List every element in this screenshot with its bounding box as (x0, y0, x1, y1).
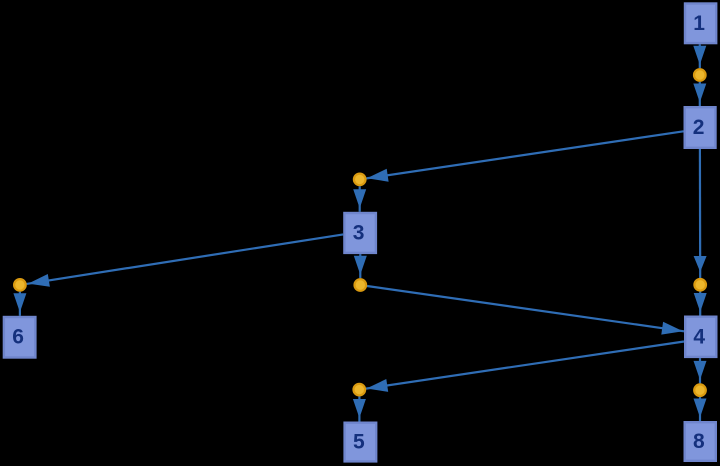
svg-text:3: 3 (353, 222, 365, 245)
svg-text:6: 6 (12, 326, 24, 349)
svg-text:2: 2 (693, 116, 705, 139)
svg-text:1: 1 (693, 12, 705, 35)
svg-text:8: 8 (693, 430, 705, 453)
svg-text:4: 4 (693, 325, 705, 348)
svg-text:5: 5 (353, 431, 365, 454)
